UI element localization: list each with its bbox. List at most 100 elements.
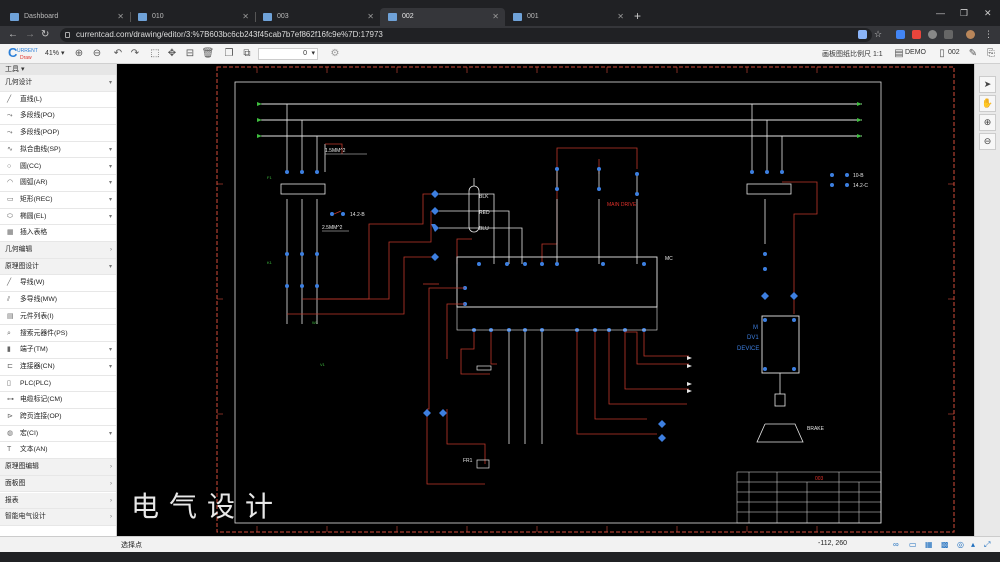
layer-icon[interactable]: ▴: [971, 540, 976, 549]
zoom-out-icon[interactable]: ⊖: [92, 48, 102, 59]
sidebar-tool-item[interactable]: ⤳多段线(PO): [0, 108, 116, 126]
grid-icon[interactable]: ▦: [925, 540, 933, 549]
sidebar-tool-item[interactable]: ▭矩形(REC)▾: [0, 192, 116, 209]
extension-icon[interactable]: [912, 30, 921, 39]
profile-avatar[interactable]: [966, 30, 975, 39]
sidebar-section[interactable]: 报表›: [0, 492, 116, 510]
sidebar-tool-item[interactable]: ⌕搜索元器件(PS): [0, 326, 116, 343]
edit-icon[interactable]: ✎: [968, 48, 978, 59]
sidebar-tool-item[interactable]: ⊶电缆标记(CM): [0, 392, 116, 409]
sidebar-tool-item[interactable]: ⊳跨页连接(OP): [0, 409, 116, 426]
sidebar-tool-item[interactable]: ⫽多导线(MW): [0, 292, 116, 309]
expand-arrow-icon[interactable]: ›: [110, 464, 112, 471]
line-width-input[interactable]: 0▾: [258, 48, 318, 60]
sidebar-tool-item[interactable]: ▦插入表格: [0, 225, 116, 242]
export-icon[interactable]: ⎘: [987, 48, 995, 59]
sidebar-section[interactable]: 几何设计▾: [0, 75, 116, 92]
copy-icon[interactable]: ❐: [224, 48, 234, 59]
sidebar-tool-item[interactable]: ∿拟合曲线(SP)▾: [0, 142, 116, 159]
close-tab-icon[interactable]: ✕: [242, 12, 249, 21]
close-tab-icon[interactable]: ✕: [617, 12, 624, 21]
select-icon[interactable]: ⬚: [150, 48, 160, 59]
user-name[interactable]: DEMO: [905, 49, 926, 56]
expand-arrow-icon[interactable]: ▾: [108, 430, 112, 437]
move-icon[interactable]: ✥: [167, 48, 177, 59]
expand-arrow-icon[interactable]: ▾: [108, 213, 112, 220]
sidebar-tool-item[interactable]: ▤元件列表(I): [0, 309, 116, 326]
undo-icon[interactable]: ↶: [113, 48, 123, 59]
expand-arrow-icon[interactable]: ›: [110, 514, 112, 521]
sidebar-section[interactable]: 几何编辑›: [0, 242, 116, 259]
zoom-window-icon[interactable]: ⊕: [979, 114, 996, 131]
expand-arrow-icon[interactable]: ▾: [108, 180, 112, 187]
sidebar-section[interactable]: 原理图编辑›: [0, 459, 116, 476]
expand-arrow-icon[interactable]: ›: [110, 247, 112, 253]
expand-arrow-icon[interactable]: ▾: [108, 347, 112, 354]
expand-arrow-icon[interactable]: ▾: [108, 80, 112, 86]
pan-hand-icon[interactable]: ✋: [979, 95, 996, 112]
extension-icon[interactable]: [928, 30, 937, 39]
sidebar-tool-item[interactable]: ⤳多段线(POP): [0, 125, 116, 142]
group-icon[interactable]: ⧉: [243, 48, 251, 59]
sidebar-tool-item[interactable]: ⬭椭圆(EL)▾: [0, 209, 116, 226]
browser-tab-002[interactable]: 002 ✕: [380, 8, 505, 26]
sidebar-tool-item[interactable]: ○圆(CC)▾: [0, 159, 116, 176]
sidebar-tool-item[interactable]: ▮端子(TM)▾: [0, 342, 116, 359]
zoom-extents-icon[interactable]: ⊖: [979, 133, 996, 150]
minimize-icon[interactable]: —: [936, 8, 945, 18]
fullscreen-icon[interactable]: ⤢: [984, 540, 991, 549]
pointer-icon[interactable]: ➤: [979, 76, 996, 93]
expand-arrow-icon[interactable]: ›: [110, 497, 112, 504]
reload-icon[interactable]: ↻: [41, 29, 50, 40]
back-icon[interactable]: ←: [8, 29, 18, 40]
expand-arrow-icon[interactable]: ▾: [108, 263, 112, 270]
sidebar-tool-item[interactable]: ▯PLC(PLC): [0, 376, 116, 393]
sidebar-section[interactable]: 面板图›: [0, 475, 116, 493]
expand-arrow-icon[interactable]: ▾: [108, 146, 112, 153]
extension-icon[interactable]: [944, 30, 953, 39]
expand-arrow-icon[interactable]: ▾: [108, 363, 112, 370]
new-tab-icon[interactable]: +: [634, 9, 642, 23]
sidebar-tool-item[interactable]: ◍宏(CI)▾: [0, 426, 116, 443]
restore-icon[interactable]: ❐: [960, 8, 969, 18]
menu-kebab-icon[interactable]: ⋮: [984, 29, 993, 39]
sidebar-tool-item[interactable]: ╱直线(L): [0, 92, 116, 109]
zoom-select[interactable]: 41% ▾: [45, 50, 65, 57]
redo-icon[interactable]: ↷: [130, 48, 140, 59]
sidebar-section[interactable]: 智能电气设计›: [0, 509, 116, 526]
sidebar-tool-item[interactable]: ◠圆弧(AR)▾: [0, 175, 116, 192]
zoom-in-icon[interactable]: ⊕: [74, 48, 84, 59]
expand-arrow-icon[interactable]: ▾: [108, 196, 112, 203]
extension-icon[interactable]: [896, 30, 905, 39]
tool-sidebar-header[interactable]: 工具 ▾: [0, 64, 116, 75]
sidebar-section[interactable]: 原理图设计▾: [0, 258, 116, 276]
browser-tab-dashboard[interactable]: Dashboard ✕: [2, 8, 131, 26]
expand-arrow-icon[interactable]: ›: [110, 480, 112, 487]
url-input[interactable]: currentcad.com/drawing/editor/3:%7B603bc…: [60, 28, 872, 42]
sidebar-tool-item[interactable]: ╱导线(W): [0, 275, 116, 293]
browser-tab-003[interactable]: 003 ✕: [255, 8, 380, 26]
close-tab-icon[interactable]: ✕: [492, 12, 499, 21]
currentdraw-logo[interactable]: C URRENT Draw: [8, 45, 38, 62]
align-icon[interactable]: ⊟: [185, 48, 195, 59]
close-tab-icon[interactable]: ✕: [117, 12, 124, 21]
close-tab-icon[interactable]: ✕: [367, 12, 374, 21]
settings-icon[interactable]: ⚙: [330, 48, 340, 59]
current-page-label[interactable]: 002: [948, 49, 960, 56]
delete-icon[interactable]: 🗑: [201, 48, 215, 59]
browser-tab-001[interactable]: 001 ✕: [505, 8, 630, 26]
forward-icon[interactable]: →: [25, 29, 35, 40]
expand-arrow-icon[interactable]: ▾: [108, 163, 112, 170]
close-window-icon[interactable]: ✕: [984, 8, 992, 18]
bookmark-star-icon[interactable]: ☆: [874, 29, 883, 39]
ortho-icon[interactable]: ▭: [909, 540, 917, 549]
snap-icon[interactable]: ∞: [893, 540, 899, 549]
translate-icon[interactable]: [858, 30, 867, 39]
grid-snap-icon[interactable]: ▩: [941, 540, 949, 549]
browser-tab-010[interactable]: 010 ✕: [130, 8, 256, 26]
wire-color-label: BLK: [479, 194, 489, 200]
object-snap-icon[interactable]: ◎: [957, 540, 964, 549]
sidebar-tool-item[interactable]: ⊏连接器(CN)▾: [0, 359, 116, 376]
